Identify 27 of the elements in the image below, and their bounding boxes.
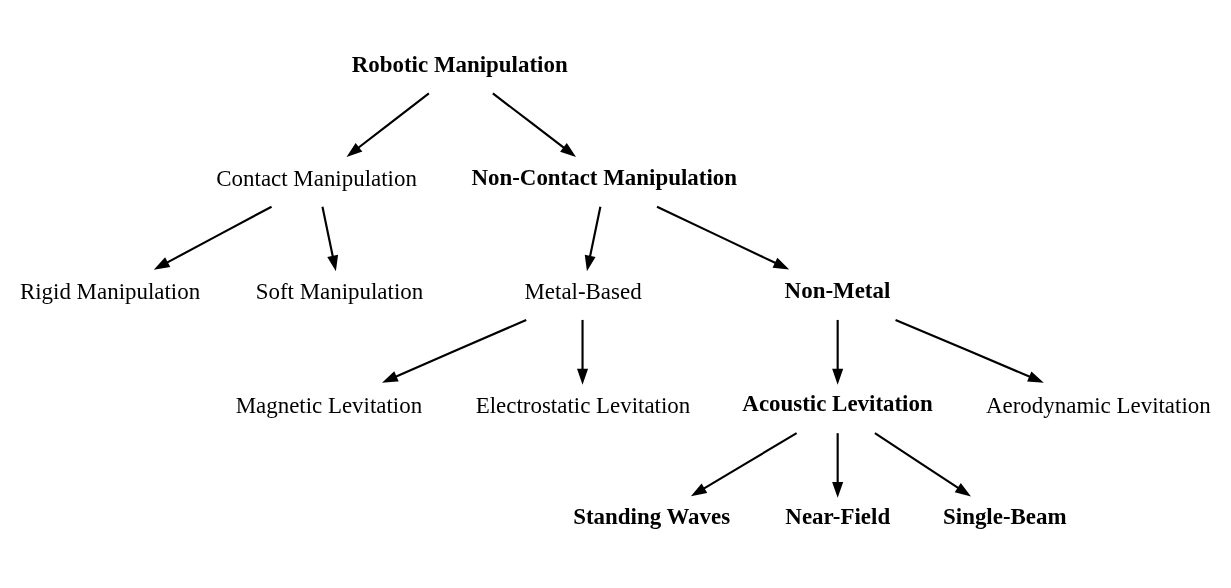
arrow [321,206,339,272]
node-text: Standing Waves [573,504,731,530]
node-text: Non-Metal [784,278,891,304]
node-text: Magnetic Levitation [235,392,423,418]
arrow [584,206,602,272]
arrow [690,432,798,497]
node-text: Near-Field [785,504,891,530]
node-text: Rigid Manipulation [19,279,201,305]
arrow [492,92,576,157]
node-text: Soft Manipulation [255,279,424,305]
arrow [832,319,844,385]
node-text: Single-Beam [943,504,1067,530]
arrow [577,319,589,385]
node-text: Contact Manipulation [216,166,417,192]
arrow [895,318,1044,383]
arrow [153,205,273,270]
node-text: Robotic Manipulation [351,51,568,77]
node-text: Metal-Based [524,279,642,305]
arrow [832,433,844,498]
arrow [346,92,430,157]
arrow [382,318,527,383]
node-text: Non-Contact Manipulation [471,164,737,190]
arrow [874,432,971,497]
arrow [656,205,790,270]
node-text: Acoustic Levitation [742,391,933,417]
node-text: Aerodynamic Levitation [986,392,1211,418]
node-text: Electrostatic Levitation [475,392,691,418]
